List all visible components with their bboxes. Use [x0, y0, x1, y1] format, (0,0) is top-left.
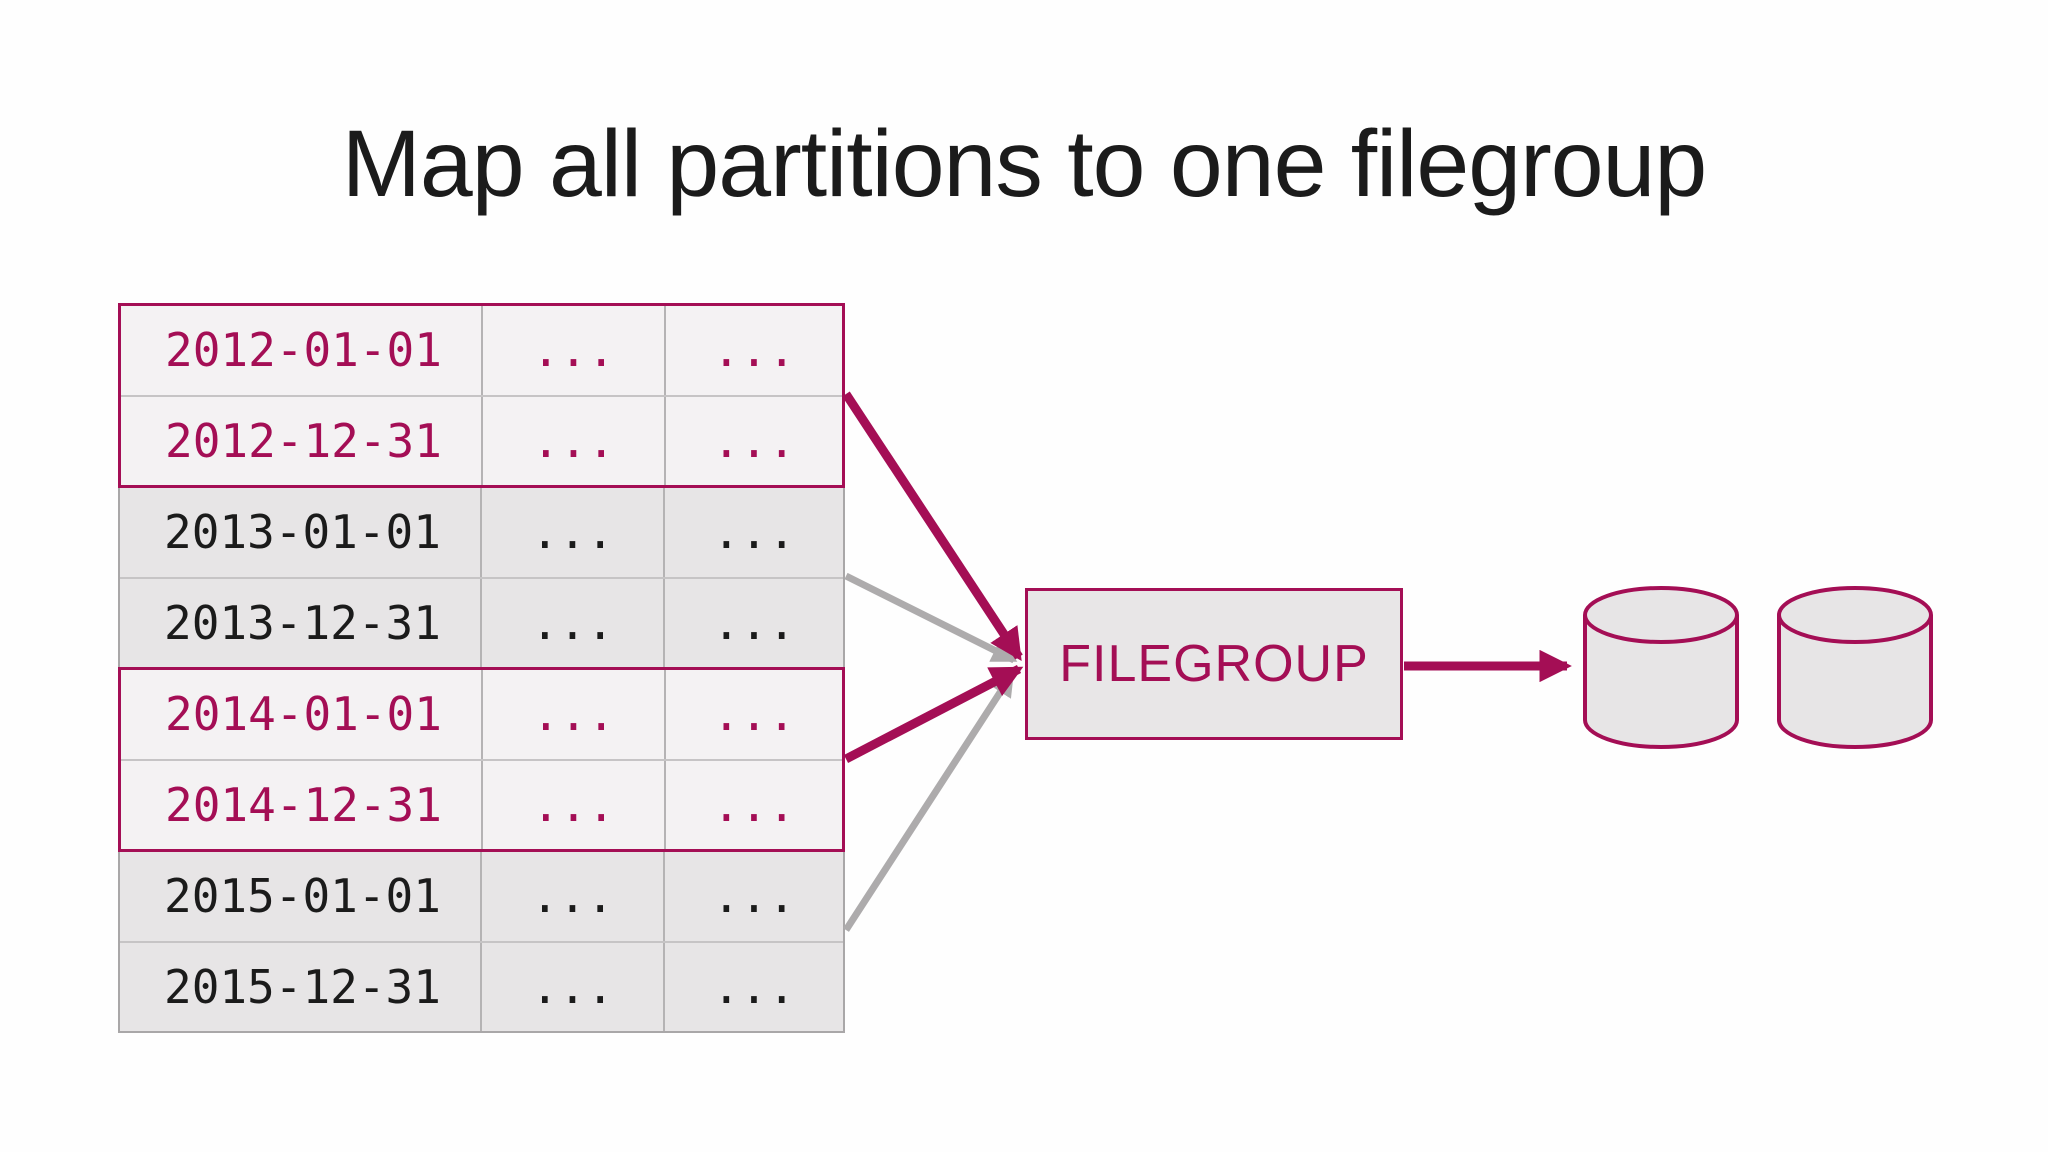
cell-ellipsis: ... [480, 852, 663, 941]
cell-date: 2014-12-31 [165, 777, 442, 832]
cell-date: 2015-12-31 [164, 959, 441, 1014]
cell-ellipsis: ... [481, 760, 664, 849]
cell-ellipsis: ... [481, 306, 664, 395]
database-cylinder-icon [1777, 586, 1933, 749]
table-row: 2012-01-01 ... ... [121, 306, 842, 395]
table-row: 2013-12-31 ... ... [120, 576, 843, 667]
partition-group-2015: 2015-01-01 ... ... 2015-12-31 ... ... [118, 852, 845, 1033]
cell-ellipsis: ... [663, 578, 843, 667]
cell-ellipsis: ... [480, 942, 663, 1031]
arrow-2014-to-filegroup [843, 665, 1024, 763]
cell-ellipsis: ... [480, 578, 663, 667]
cell-ellipsis: ... [663, 942, 843, 1031]
filegroup-box: FILEGROUP [1025, 588, 1403, 740]
table-row: 2013-01-01 ... ... [120, 488, 843, 577]
cell-date: 2012-01-01 [165, 323, 442, 378]
cell-ellipsis: ... [480, 488, 663, 577]
filegroup-label: FILEGROUP [1059, 635, 1369, 693]
database-cylinder-icon [1583, 586, 1739, 749]
table-row: 2015-12-31 ... ... [120, 940, 843, 1031]
table-row: 2014-12-31 ... ... [121, 758, 842, 849]
partition-group-2013: 2013-01-01 ... ... 2013-12-31 ... ... [118, 488, 845, 667]
cell-ellipsis: ... [664, 396, 842, 485]
cell-ellipsis: ... [481, 396, 664, 485]
arrow-2013-to-filegroup [844, 572, 1018, 664]
cell-ellipsis: ... [663, 852, 843, 941]
partition-group-2012: 2012-01-01 ... ... 2012-12-31 ... ... [118, 303, 845, 488]
arrow-2015-to-filegroup [843, 670, 1015, 932]
cell-ellipsis: ... [664, 670, 842, 759]
cell-ellipsis: ... [481, 670, 664, 759]
cell-ellipsis: ... [664, 760, 842, 849]
table-row: 2015-01-01 ... ... [120, 852, 843, 941]
cell-date: 2014-01-01 [165, 687, 442, 742]
cell-ellipsis: ... [663, 488, 843, 577]
arrow-2012-to-filegroup [842, 391, 1023, 662]
cell-date: 2013-12-31 [164, 595, 441, 650]
slide-title: Map all partitions to one filegroup [341, 111, 1707, 217]
cell-date: 2015-01-01 [164, 869, 441, 924]
cell-ellipsis: ... [664, 306, 842, 395]
cell-date: 2013-01-01 [164, 505, 441, 560]
partition-table: 2012-01-01 ... ... 2012-12-31 ... ... 20… [118, 303, 845, 1033]
cell-date: 2012-12-31 [165, 413, 442, 468]
partition-group-2014: 2014-01-01 ... ... 2014-12-31 ... ... [118, 667, 845, 852]
table-row: 2012-12-31 ... ... [121, 394, 842, 485]
table-row: 2014-01-01 ... ... [121, 670, 842, 759]
